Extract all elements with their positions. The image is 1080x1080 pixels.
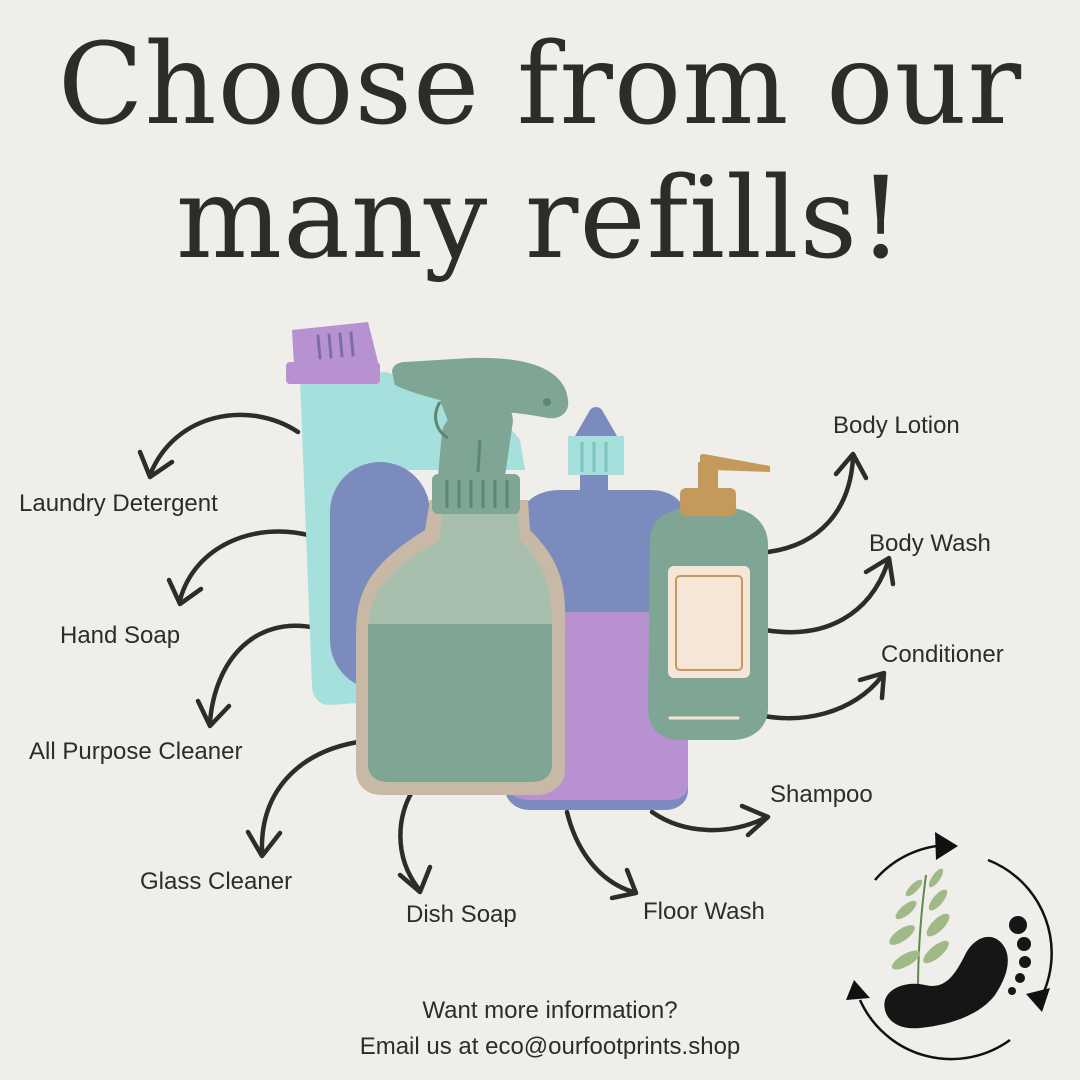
label-body-wash: Body Wash [869,530,991,557]
spray-bottle-icon [356,357,569,795]
title-line-1: Choose from our [57,20,1023,150]
arrow-dish-soap [397,789,433,895]
label-dish-soap: Dish Soap [406,901,517,928]
arrow-conditioner [745,670,887,721]
label-laundry-detergent: Laundry Detergent [19,490,218,517]
label-glass-cleaner: Glass Cleaner [140,868,293,895]
arrow-body-lotion [765,451,869,555]
recycle-footprint-plant-icon [846,832,1053,1061]
label-hand-soap: Hand Soap [60,622,181,649]
label-conditioner: Conditioner [881,641,1004,668]
arrow-all-purpose-cleaner [195,623,319,729]
label-shampoo: Shampoo [770,781,873,808]
email-link[interactable]: eco@ourfootprints.shop [485,1033,741,1060]
arrow-floor-wash [564,809,639,901]
arrow-glass-cleaner [245,739,361,859]
label-body-lotion: Body Lotion [833,412,960,439]
arrow-shampoo [649,803,771,838]
label-all-purpose-cleaner: All Purpose Cleaner [29,738,243,765]
contact-footer: Want more information? Email us at eco@o… [250,993,850,1065]
pump-bottle-icon [648,454,770,740]
arrow-body-wash [762,555,896,635]
title-line-2: many refills! [175,154,905,284]
arrow-laundry-detergent [137,412,301,480]
footer-email-prefix: Email us at [359,1033,486,1060]
footer-question: Want more information? [422,997,678,1024]
footer-email-line: Email us at eco@ourfootprints.shop [250,1029,850,1065]
label-floor-wash: Floor Wash [643,898,765,925]
arrow-hand-soap [166,529,311,607]
